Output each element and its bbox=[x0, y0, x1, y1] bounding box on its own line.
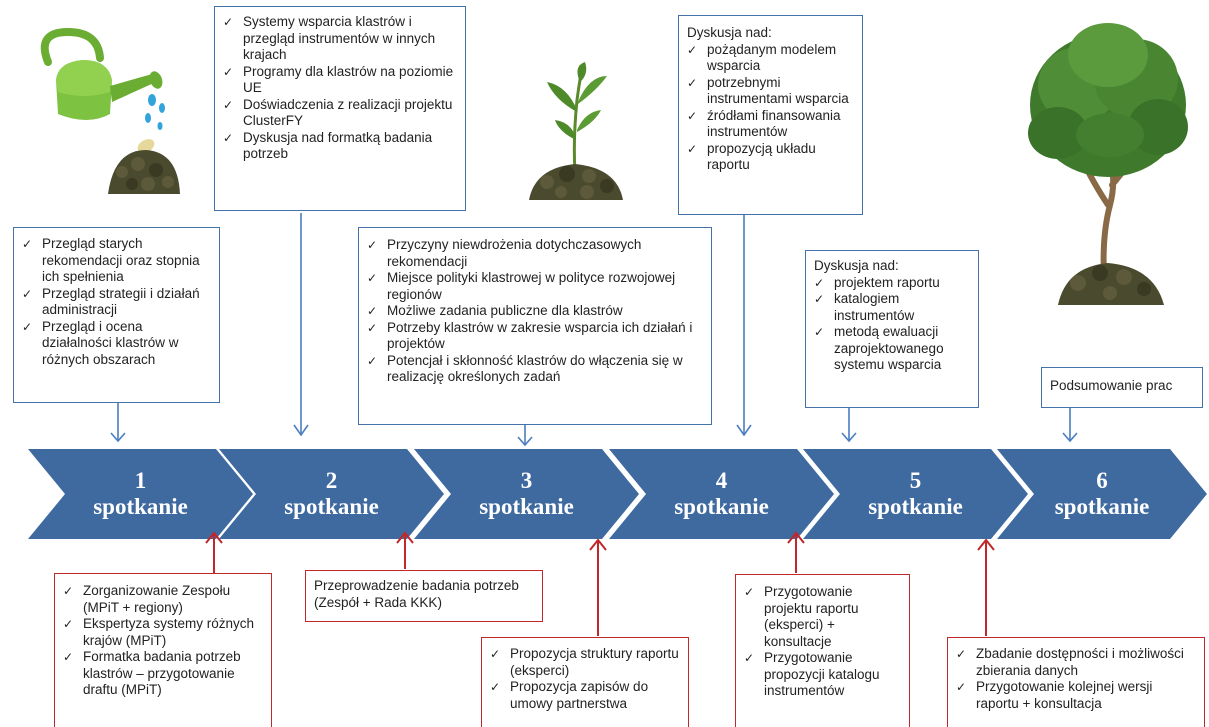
down-arrow-1 bbox=[110, 403, 126, 443]
meeting-6-topics-box: Podsumowanie prac bbox=[1041, 367, 1203, 408]
list-item: Możliwe zadania publiczne dla klastrów bbox=[367, 303, 703, 320]
chevron-label: spotkanie bbox=[868, 494, 963, 519]
list-item: Przegląd i ocena działalności klastrów w… bbox=[22, 319, 211, 369]
chevron-meeting-5: 5 spotkanie bbox=[803, 449, 1028, 539]
tree-illustration bbox=[1028, 23, 1188, 305]
box-text: Podsumowanie prac bbox=[1050, 378, 1173, 393]
list-item: Przygotowanie kolejnej wersji raportu + … bbox=[956, 679, 1196, 712]
list-item: Formatka badania potrzeb klastrów – przy… bbox=[63, 649, 263, 699]
list-item: źródłami finansowania instrumentów bbox=[687, 108, 854, 141]
box-text: Przeprowadzenie badania potrzeb (Zespół … bbox=[314, 578, 519, 610]
chevron-meeting-3: 3 spotkanie bbox=[414, 449, 639, 539]
up-arrow-5 bbox=[977, 538, 995, 636]
list-item: projektem raportu bbox=[814, 275, 970, 292]
chevron-number: 2 bbox=[325, 468, 338, 493]
chevron-label: spotkanie bbox=[284, 494, 379, 519]
chevron-label: spotkanie bbox=[1054, 494, 1150, 519]
list-item: Doświadczenia z realizacji projektu Clus… bbox=[223, 97, 457, 130]
chevron-number: 3 bbox=[520, 468, 533, 493]
list-item: propozycją układu raportu bbox=[687, 141, 854, 174]
meeting-3-topics-box: Przyczyny niewdrożenia dotychczasowych r… bbox=[358, 227, 712, 425]
meeting-4-tasks-box: Przygotowanie projektu raportu (eksperci… bbox=[735, 574, 910, 727]
chevron-label: spotkanie bbox=[93, 494, 188, 519]
list-item: metodą ewaluacji zaprojektowanego system… bbox=[814, 324, 970, 374]
meeting-1-tasks-box: Zorganizowanie Zespołu (MPiT + regiony) … bbox=[54, 573, 272, 727]
chevron-meeting-4: 4 spotkanie bbox=[609, 449, 834, 539]
down-arrow-6 bbox=[1062, 408, 1078, 443]
meeting-4-topics-box: Dyskusja nad: pożądanym modelem wsparcia… bbox=[678, 15, 863, 215]
meeting-2-tasks-box: Przeprowadzenie badania potrzeb (Zespół … bbox=[305, 570, 543, 622]
up-arrow-4 bbox=[787, 531, 805, 573]
box-heading: Dyskusja nad: bbox=[814, 258, 899, 273]
list-item: Przyczyny niewdrożenia dotychczasowych r… bbox=[367, 237, 703, 270]
down-arrow-4 bbox=[736, 215, 752, 437]
meeting-1-topics-box: Przegląd starych rekomendacji oraz stopn… bbox=[13, 227, 220, 403]
list-item: Przegląd starych rekomendacji oraz stopn… bbox=[22, 236, 211, 286]
list-item: Zorganizowanie Zespołu (MPiT + regiony) bbox=[63, 583, 263, 616]
chevron-label: spotkanie bbox=[674, 494, 769, 519]
chevron-number: 6 bbox=[1096, 468, 1108, 493]
list-item: Potrzeby klastrów w zakresie wsparcia ic… bbox=[367, 320, 703, 353]
down-arrow-2 bbox=[293, 213, 309, 437]
chevron-meeting-1: 1 spotkanie bbox=[28, 449, 253, 539]
list-item: potrzebnymi instrumentami wsparcia bbox=[687, 75, 854, 108]
meeting-3-tasks-box: Propozycja struktury raportu (eksperci) … bbox=[481, 637, 689, 727]
down-arrow-3 bbox=[517, 425, 533, 447]
list-item: Ekspertyza systemy różnych krajów (MPiT) bbox=[63, 616, 263, 649]
list-item: Propozycja zapisów do umowy partnerstwa bbox=[490, 679, 680, 712]
meeting-5-tasks-box: Zbadanie dostępności i możliwości zbiera… bbox=[947, 637, 1205, 727]
list-item: Systemy wsparcia klastrów i przegląd ins… bbox=[223, 14, 457, 64]
list-item: Przegląd strategii i działań administrac… bbox=[22, 286, 211, 319]
up-arrow-3 bbox=[589, 538, 607, 636]
list-item: pożądanym modelem wsparcia bbox=[687, 42, 854, 75]
meeting-2-topics-box: Systemy wsparcia klastrów i przegląd ins… bbox=[214, 6, 466, 211]
down-arrow-5 bbox=[841, 408, 857, 443]
list-item: Programy dla klastrów na poziomie UE bbox=[223, 64, 457, 97]
list-item: Przygotowanie propozycji katalogu instru… bbox=[744, 650, 901, 700]
list-item: Potencjał i skłonność klastrów do włącze… bbox=[367, 353, 703, 386]
seedling-illustration bbox=[529, 62, 623, 200]
meeting-5-topics-box: Dyskusja nad: projektem raportu katalogi… bbox=[805, 250, 979, 408]
chevron-number: 4 bbox=[715, 468, 728, 493]
list-item: Propozycja struktury raportu (eksperci) bbox=[490, 646, 680, 679]
up-arrow-2 bbox=[396, 531, 414, 569]
list-item: Dyskusja nad formatką badania potrzeb bbox=[223, 130, 457, 163]
watering-can-illustration bbox=[40, 27, 180, 194]
chevron-number: 1 bbox=[134, 468, 147, 493]
list-item: katalogiem instrumentów bbox=[814, 291, 970, 324]
list-item: Przygotowanie projektu raportu (eksperci… bbox=[744, 584, 901, 650]
list-item: Zbadanie dostępności i możliwości zbiera… bbox=[956, 646, 1196, 679]
chevron-number: 5 bbox=[909, 468, 922, 493]
box-heading: Dyskusja nad: bbox=[687, 25, 772, 40]
chevron-meeting-6: 6 spotkanie bbox=[997, 449, 1207, 539]
chevron-label: spotkanie bbox=[479, 494, 574, 519]
up-arrow-1 bbox=[205, 531, 223, 574]
chevron-meeting-2: 2 spotkanie bbox=[219, 449, 444, 539]
list-item: Miejsce polityki klastrowej w polityce r… bbox=[367, 270, 703, 303]
